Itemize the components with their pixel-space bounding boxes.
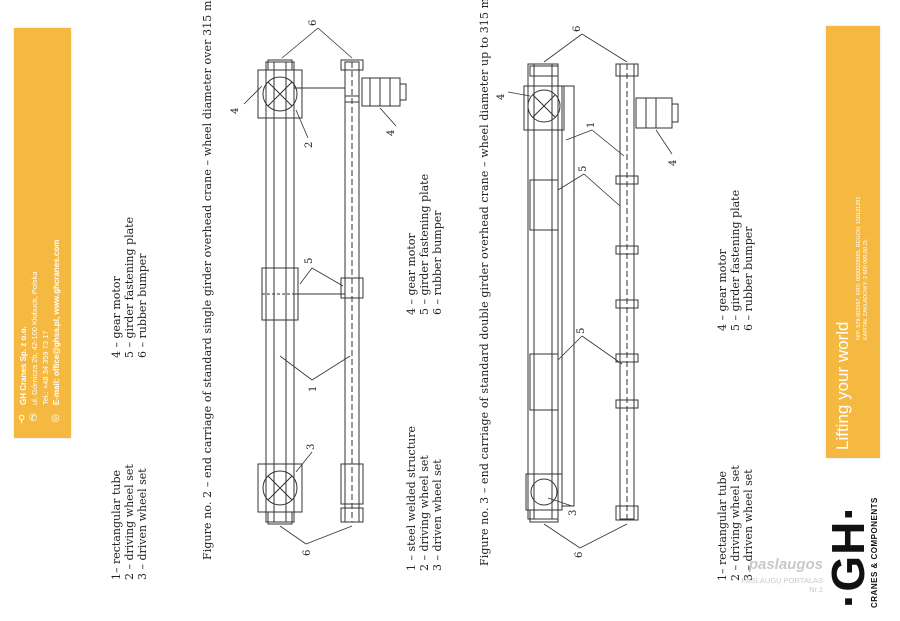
fig3-gear-motor — [635, 97, 673, 129]
fig3-callout-6-top: 6 — [572, 26, 583, 32]
fig3-structure-left — [527, 63, 559, 520]
fig2-callout-4-left: 4 — [230, 108, 241, 114]
fig2-callout-3: 3 — [306, 444, 317, 450]
fig3-plate-lower — [529, 353, 559, 411]
fig3-top-wheel-box — [523, 85, 565, 131]
fig2-callout-4-right: 4 — [386, 130, 397, 136]
fig3-callout-4-right: 4 — [668, 160, 679, 166]
watermark-name: paslaugos — [748, 556, 823, 573]
figure2-drawing — [243, 27, 407, 545]
globe-icon: ◎ — [51, 413, 60, 424]
fig2-callout-6-top: 6 — [308, 20, 319, 26]
fig3-bottom-wheel — [530, 478, 558, 506]
phone-icon: ✆ — [29, 413, 38, 424]
fig2-callout-1: 1 — [308, 386, 319, 392]
contact-band — [14, 28, 71, 438]
fig3-top-wheel — [527, 89, 561, 123]
fig3-callout-1: 1 — [586, 122, 597, 128]
fig2-callout-6-bottom: 6 — [302, 550, 313, 556]
brand-band — [826, 26, 880, 458]
callout-labels: 6 4 2 4 5 1 3 6 6 4 1 5 5 4 3 6 — [230, 20, 679, 558]
watermark-sub: PASLAUGŲ PORTALAS Nr.1 — [741, 576, 823, 594]
fig2-gear-motor — [361, 77, 401, 107]
fig2-callout-5: 5 — [304, 258, 315, 264]
fig3-plate-upper — [529, 179, 559, 231]
fig3-structure-mid — [561, 85, 575, 507]
fig3-callout-4-left: 4 — [496, 94, 507, 100]
location-pin-icon: ⚲ — [18, 414, 26, 425]
fig2-callout-2: 2 — [304, 142, 315, 148]
fig3-callout-3: 3 — [568, 510, 579, 516]
figure3-drawing — [507, 33, 679, 549]
watermark: paslaugos PASLAUGŲ PORTALAS Nr.1 — [735, 556, 823, 594]
fig3-callout-5-lower: 5 — [576, 328, 587, 334]
fig2-top-wheel — [262, 76, 298, 112]
fig3-callout-5-upper: 5 — [578, 166, 589, 172]
fig3-callout-6-bottom: 6 — [574, 552, 585, 558]
fig2-beam-left — [265, 61, 295, 523]
fig2-bottom-wheel — [262, 470, 298, 506]
